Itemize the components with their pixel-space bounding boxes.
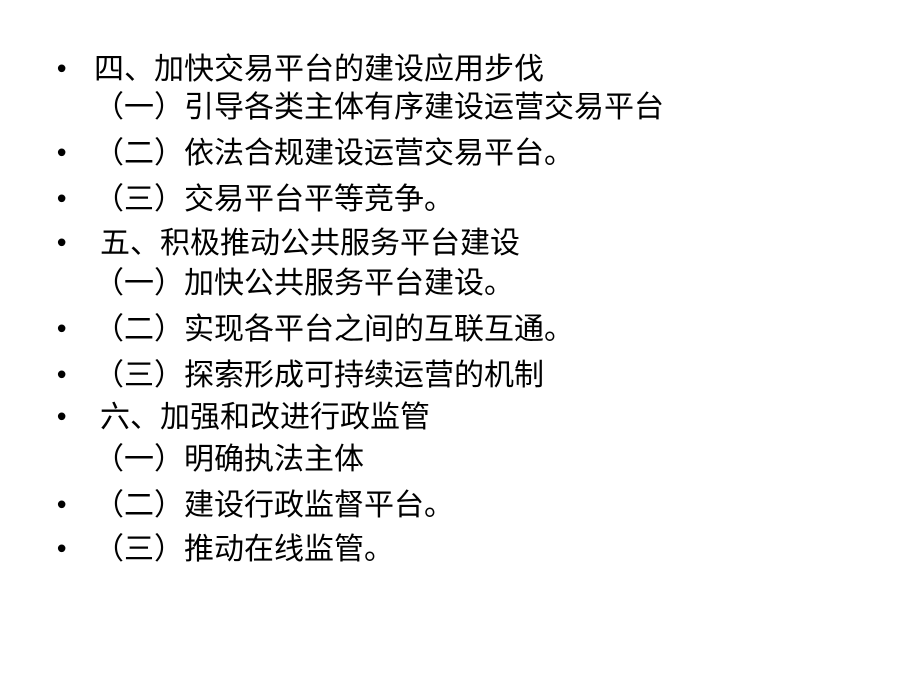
list-item: • （二）实现各平台之间的互联互通。 (0, 310, 900, 350)
list-item: • 六、加强和改进行政监管 (0, 398, 900, 438)
section-heading: 五、积极推动公共服务平台建设 (100, 226, 520, 261)
list-item-text: （三）推动在线监管。 (94, 532, 394, 567)
bullet-dot: • (54, 185, 70, 215)
bullet-dot: • (54, 139, 70, 169)
list-item: • （二）依法合规建设运营交易平台。 (0, 134, 900, 174)
list-item: • 五、积极推动公共服务平台建设 (0, 224, 900, 264)
bullet-dot: • (54, 315, 70, 345)
bullet-dot: • (54, 55, 70, 85)
list-item: • （三）推动在线监管。 (0, 530, 900, 570)
subitem-text: （一）明确执法主体 (94, 442, 364, 477)
list-item: • （三）探索形成可持续运营的机制 (0, 356, 900, 396)
bullet-dot: • (54, 403, 70, 433)
bullet-dot: • (54, 535, 70, 565)
list-item: • （二）建设行政监督平台。 (0, 486, 900, 526)
list-item: • 四、加快交易平台的建设应用步伐 (0, 50, 900, 90)
section-heading: 六、加强和改进行政监管 (100, 400, 430, 435)
subitem-text: （一）引导各类主体有序建设运营交易平台 (94, 90, 664, 125)
list-item-text: （二）建设行政监督平台。 (94, 488, 454, 523)
list-item: • （三）交易平台平等竞争。 (0, 180, 900, 220)
subitem-text: （一）加快公共服务平台建设。 (94, 266, 514, 301)
list-item-text: （三）探索形成可持续运营的机制 (94, 358, 544, 393)
section-heading: 四、加快交易平台的建设应用步伐 (94, 52, 544, 87)
list-item-text: （三）交易平台平等竞争。 (94, 182, 454, 217)
list-item-text: （二）实现各平台之间的互联互通。 (94, 312, 574, 347)
bullet-dot: • (54, 491, 70, 521)
list-item-text: （二）依法合规建设运营交易平台。 (94, 136, 574, 171)
bullet-dot: • (54, 361, 70, 391)
bullet-dot: • (54, 229, 70, 259)
